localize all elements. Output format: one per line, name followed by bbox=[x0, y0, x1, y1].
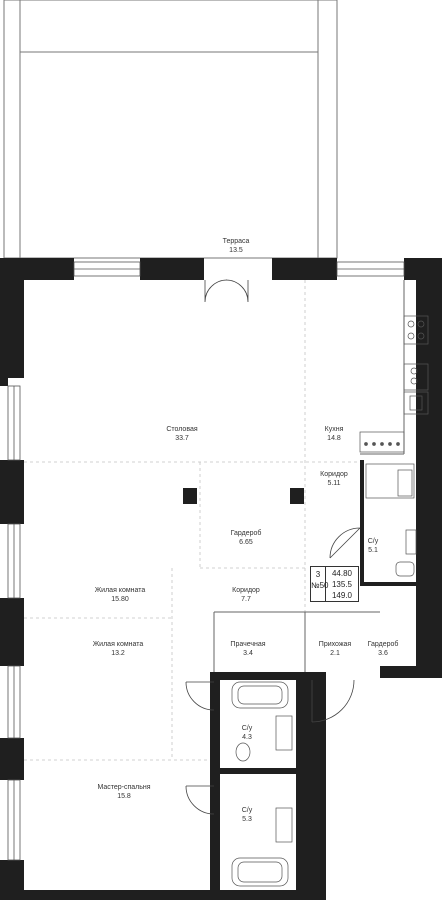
room-area: 3.4 bbox=[243, 650, 253, 657]
doors bbox=[185, 279, 361, 815]
room-name: С/у bbox=[241, 725, 253, 732]
room-name: Жилая комната bbox=[92, 641, 144, 648]
room-label-living-2: Жилая комната 13.2 bbox=[93, 640, 144, 658]
room-name: С/у bbox=[367, 538, 379, 545]
room-area: 7.7 bbox=[241, 596, 251, 603]
room-label-kitchen: Кухня 14.8 bbox=[325, 425, 344, 443]
room-label-hall: Прихожая 2.1 bbox=[319, 640, 351, 658]
rooms-count: 3 bbox=[315, 570, 321, 579]
room-area: 4.3 bbox=[242, 734, 252, 741]
terrace-outline bbox=[3, 0, 338, 259]
room-label-master: Мастер-спальня 15.8 bbox=[97, 783, 150, 801]
room-area: 13.5 bbox=[229, 247, 243, 254]
room-label-living-1: Жилая комната 15.80 bbox=[95, 586, 146, 604]
room-divisions bbox=[24, 280, 360, 761]
room-name: С/у bbox=[241, 807, 253, 814]
room-area: 33.7 bbox=[175, 435, 189, 442]
area-total: 135.5 bbox=[331, 580, 353, 589]
room-area: 13.2 bbox=[111, 650, 125, 657]
room-label-corridor-top: Коридор 5.11 bbox=[320, 470, 348, 488]
room-label-laundry: Прачечная 3.4 bbox=[230, 640, 265, 658]
room-label-bath-mid: С/у 4.3 bbox=[242, 724, 253, 742]
room-area: 5.1 bbox=[368, 547, 378, 554]
room-label-dining: Столовая 33.7 bbox=[166, 425, 197, 443]
room-label-wardrobe-right: Гардероб 3.6 bbox=[368, 640, 399, 658]
apartment-areas: 44.80 135.5 149.0 bbox=[326, 566, 359, 602]
room-label-wardrobe-mid: Гардероб 6.65 bbox=[231, 529, 262, 547]
room-name: Прачечная bbox=[230, 641, 266, 648]
room-name: Мастер-спальня bbox=[97, 784, 151, 791]
room-name: Столовая bbox=[166, 426, 198, 433]
room-area: 5.3 bbox=[242, 816, 252, 823]
apartment-number: №50 bbox=[311, 581, 329, 590]
room-label-bath-right: С/у 5.1 bbox=[368, 537, 379, 555]
room-area: 3.6 bbox=[378, 650, 388, 657]
area-living: 44.80 bbox=[331, 569, 353, 578]
room-name: Терраса bbox=[222, 238, 250, 245]
room-label-terrace: Терраса 13.5 bbox=[223, 237, 250, 255]
room-area: 5.11 bbox=[327, 480, 341, 487]
room-area: 14.8 bbox=[327, 435, 341, 442]
room-name: Коридор bbox=[320, 471, 348, 478]
walls bbox=[0, 258, 442, 900]
apartment-number-cell: 3 №50 bbox=[310, 566, 329, 602]
room-label-corridor-mid: Коридор 7.7 bbox=[232, 586, 260, 604]
thin-lines bbox=[213, 280, 405, 680]
room-name: Гардероб bbox=[367, 641, 399, 648]
room-name: Коридор bbox=[232, 587, 260, 594]
room-name: Кухня bbox=[324, 426, 344, 433]
room-area: 15.80 bbox=[111, 596, 129, 603]
area-total-with-terrace: 149.0 bbox=[331, 591, 353, 600]
kitchen-fixtures bbox=[359, 315, 429, 453]
room-area: 15.8 bbox=[117, 793, 131, 800]
bathroom-fixtures bbox=[231, 463, 417, 887]
windows bbox=[7, 261, 405, 861]
room-area: 6.65 bbox=[239, 539, 253, 546]
apartment-summary: 3 №50 44.80 135.5 149.0 bbox=[310, 566, 362, 602]
room-name: Гардероб bbox=[230, 530, 262, 537]
room-name: Прихожая bbox=[318, 641, 352, 648]
room-label-bath-low: С/у 5.3 bbox=[242, 806, 253, 824]
room-name: Жилая комната bbox=[94, 587, 146, 594]
room-area: 2.1 bbox=[330, 650, 340, 657]
